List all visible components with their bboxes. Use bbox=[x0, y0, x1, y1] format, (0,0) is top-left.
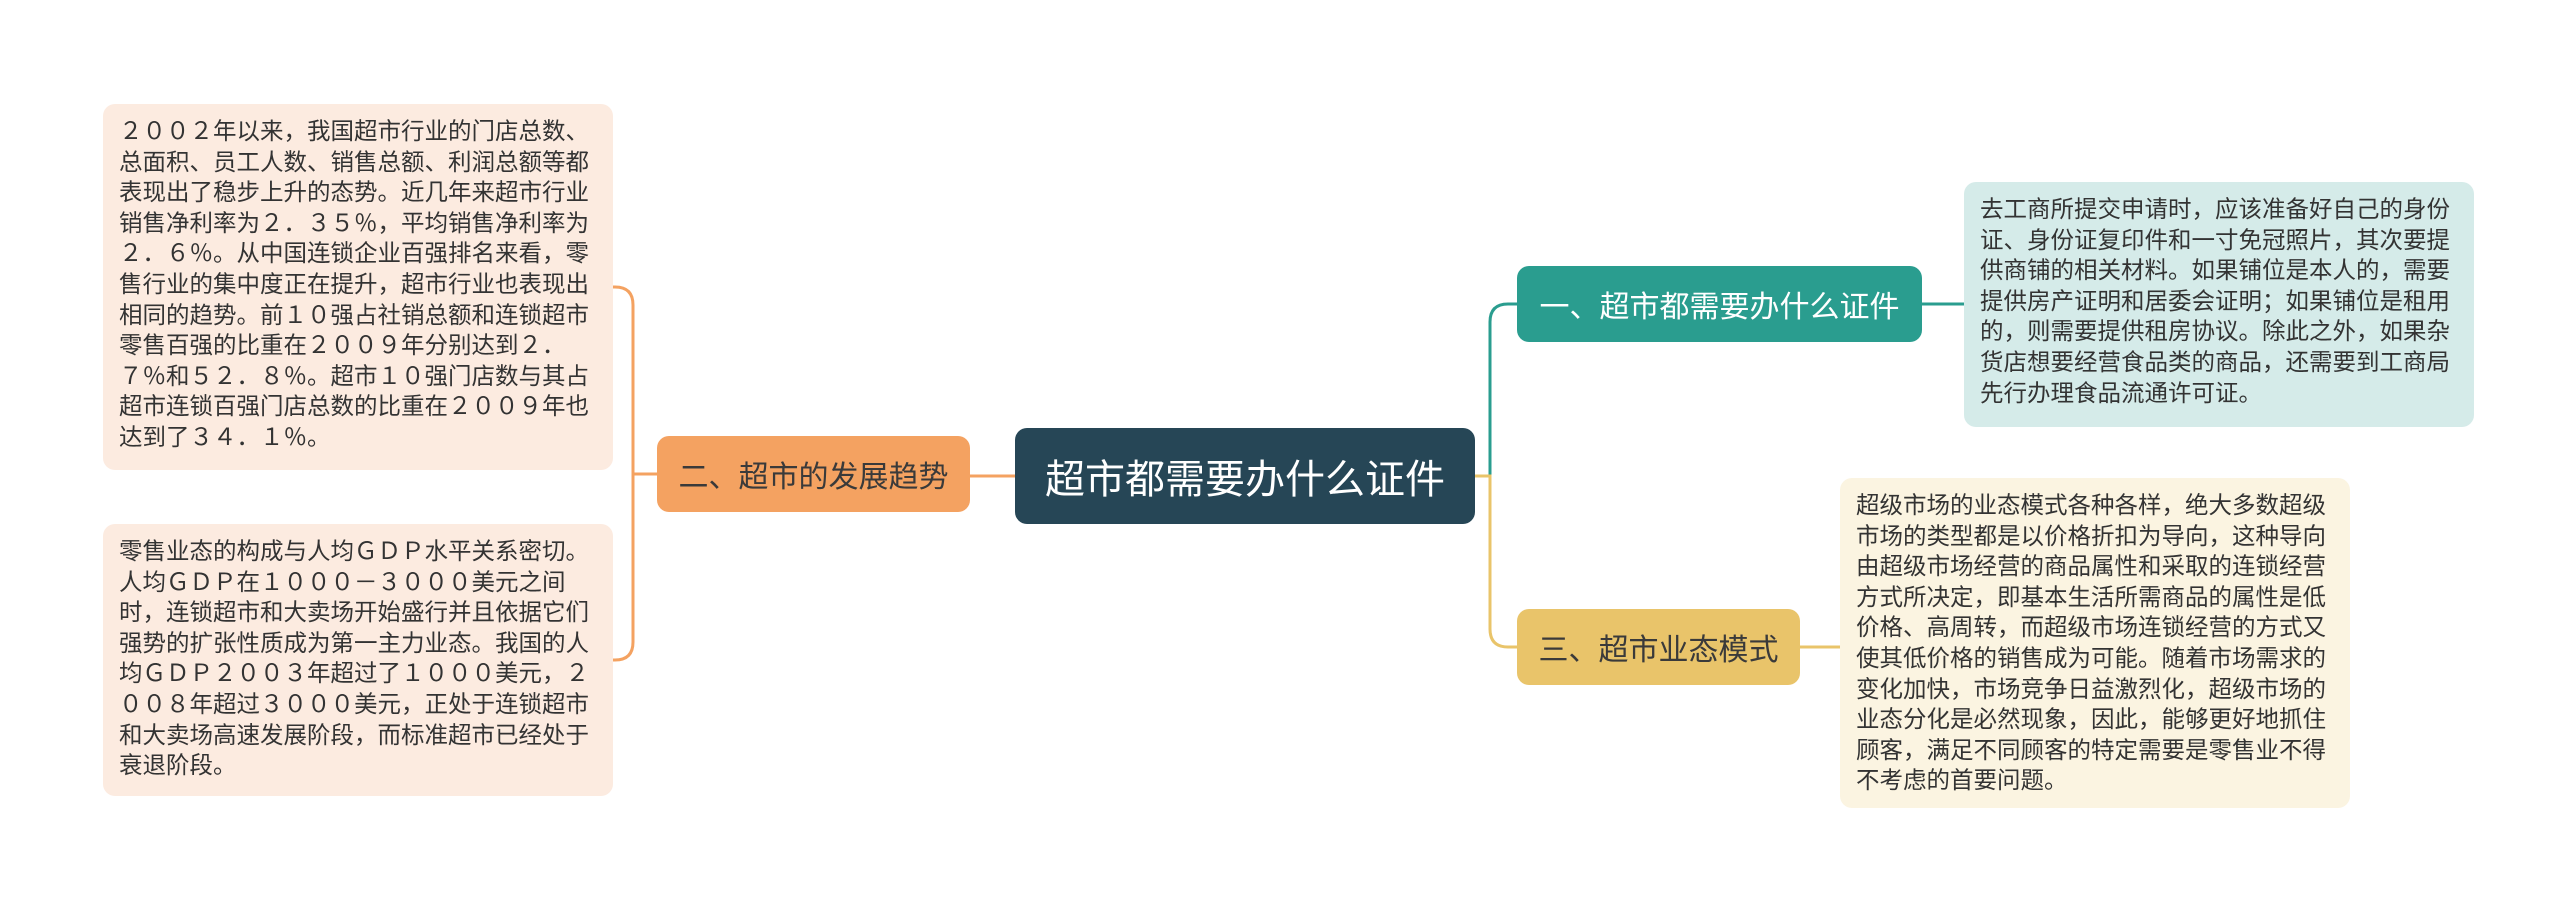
branch-topic-license[interactable]: 一、超市都需要办什么证件 bbox=[1517, 266, 1922, 342]
branch-topic-label: 一、超市都需要办什么证件 bbox=[1539, 290, 1900, 325]
connector-b2-to-leaf2a bbox=[613, 285, 657, 476]
root-topic[interactable]: 超市都需要办什么证件 bbox=[1015, 428, 1475, 524]
root-topic-label: 超市都需要办什么证件 bbox=[1045, 457, 1445, 503]
branch-topic-label: 二、超市的发展趋势 bbox=[678, 460, 949, 495]
branch-topic-label: 三、超市业态模式 bbox=[1538, 633, 1779, 668]
connector-root-to-b3 bbox=[1475, 474, 1517, 649]
connector-root-to-b1 bbox=[1475, 302, 1517, 478]
connector-b2-to-leaf2b bbox=[613, 472, 657, 662]
leaf-note-format[interactable]: 超级市场的业态模式各种各样，绝大多数超级市场的类型都是以价格折扣为导向，这种导向… bbox=[1840, 478, 2350, 808]
leaf-note-license[interactable]: 去工商所提交申请时，应该准备好自己的身份证、身份证复印件和一寸免冠照片，其次要提… bbox=[1964, 182, 2474, 427]
branch-topic-trend[interactable]: 二、超市的发展趋势 bbox=[657, 436, 970, 512]
leaf-note-trend-gdp[interactable]: 零售业态的构成与人均ＧＤＰ水平关系密切。人均ＧＤＰ在１０００－３０００美元之间时… bbox=[103, 524, 613, 796]
branch-topic-format[interactable]: 三、超市业态模式 bbox=[1517, 609, 1800, 685]
leaf-note-text: 零售业态的构成与人均ＧＤＰ水平关系密切。人均ＧＤＰ在１０００－３０００美元之间时… bbox=[119, 537, 589, 780]
leaf-note-text: ２００２年以来，我国超市行业的门店总数、总面积、员工人数、销售总额、利润总额等都… bbox=[119, 117, 589, 451]
leaf-note-text: 超级市场的业态模式各种各样，绝大多数超级市场的类型都是以价格折扣为导向，这种导向… bbox=[1856, 491, 2326, 795]
leaf-note-text: 去工商所提交申请时，应该准备好自己的身份证、身份证复印件和一寸免冠照片，其次要提… bbox=[1980, 195, 2450, 407]
leaf-note-trend-growth[interactable]: ２００２年以来，我国超市行业的门店总数、总面积、员工人数、销售总额、利润总额等都… bbox=[103, 104, 613, 470]
